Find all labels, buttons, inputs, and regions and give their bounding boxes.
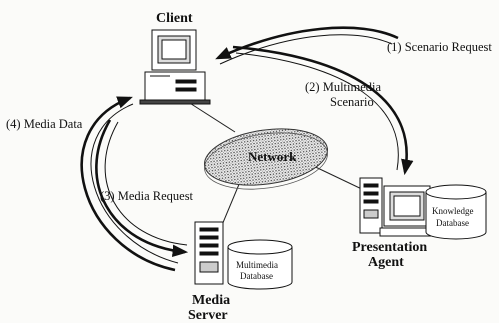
network-label: Network xyxy=(248,149,297,164)
presentation-agent-label-line2: Agent xyxy=(368,255,404,270)
media-server-label-line2: Server xyxy=(188,308,228,323)
knowledge-db-line1: Knowledge xyxy=(432,206,474,216)
client-computer xyxy=(139,29,211,105)
presentation-agent-server xyxy=(359,177,437,237)
arrow-media-request xyxy=(95,119,189,258)
arrow-media-data xyxy=(80,96,176,272)
arrow-multimedia-scenario xyxy=(232,45,414,176)
media-server xyxy=(194,221,224,285)
multimedia-db-line1: Multimedia xyxy=(236,260,278,270)
flow-label-multimedia-scenario-1: (2) Multimedia xyxy=(305,80,381,94)
flow-arrows xyxy=(80,26,414,272)
knowledge-database xyxy=(425,184,487,240)
flow-label-media-data: (4) Media Data xyxy=(6,117,83,131)
link-client-network xyxy=(184,99,236,133)
flow-label-media-request: (3) Media Request xyxy=(100,189,194,203)
flow-label-scenario-request: (1) Scenario Request xyxy=(387,40,492,54)
multimedia-database xyxy=(227,239,293,290)
media-server-label-line1: Media xyxy=(192,293,230,308)
multimedia-db-line2: Database xyxy=(240,271,273,281)
client-label: Client xyxy=(156,11,193,26)
flow-label-multimedia-scenario-2: Scenario xyxy=(330,95,374,109)
presentation-agent-label-line1: Presentation xyxy=(352,240,427,255)
knowledge-db-line2: Database xyxy=(436,218,469,228)
network-node: Network xyxy=(203,128,329,190)
